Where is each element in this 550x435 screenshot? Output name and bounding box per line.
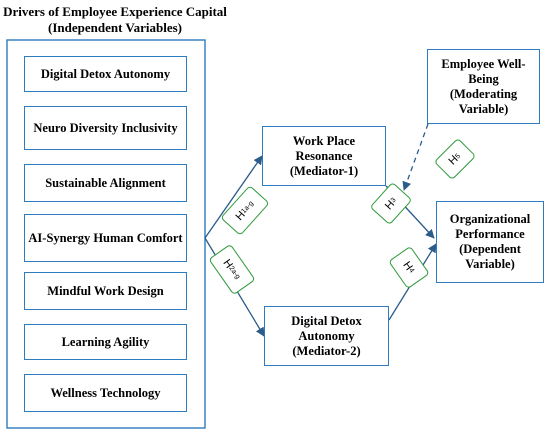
- mediator-2-label: Digital Detox Autonomy (Mediator-2): [291, 313, 362, 358]
- h2-sub: 2a-g: [227, 265, 242, 281]
- moderator-label: Employee Well-Being (Moderating Variable…: [441, 56, 526, 116]
- arrow-moderator-dashed: [402, 123, 429, 191]
- driver-box-mindful-work-design: Mindful Work Design: [24, 272, 187, 310]
- driver-box-wellness-technology: Wellness Technology: [24, 374, 187, 412]
- mediator-1-label: Work Place Resonance (Mediator-1): [289, 133, 359, 178]
- dependent-variable-box: Organizational Performance (Dependent Va…: [436, 201, 544, 283]
- diagram-title: Drivers of Employee Experience Capital (…: [0, 4, 230, 37]
- driver-box-digital-detox-autonomy: Digital Detox Autonomy: [24, 56, 187, 92]
- driver-label: Wellness Technology: [50, 385, 161, 400]
- title-line-2: (Independent Variables): [48, 20, 182, 36]
- driver-box-sustainable-alignment: Sustainable Alignment: [24, 164, 187, 202]
- driver-label: Sustainable Alignment: [45, 175, 166, 190]
- mediator-2-box: Digital Detox Autonomy (Mediator-2): [264, 306, 389, 366]
- drivers-container: [6, 39, 206, 429]
- driver-box-ai-synergy: AI-Synergy Human Comfort: [24, 214, 187, 262]
- driver-label: Learning Agility: [61, 334, 150, 349]
- driver-box-learning-agility: Learning Agility: [24, 324, 187, 360]
- driver-label: AI-Synergy Human Comfort: [28, 230, 183, 245]
- h1-sub: 1a-g: [240, 199, 255, 216]
- arrow-drivers-to-mediator1: [204, 155, 263, 239]
- moderator-box: Employee Well-Being (Moderating Variable…: [427, 49, 540, 124]
- driver-label: Neuro Diversity Inclusivity: [33, 120, 178, 135]
- title-line-1: Drivers of Employee Experience Capital: [3, 4, 227, 19]
- mediator-1-box: Work Place Resonance (Mediator-1): [262, 126, 386, 186]
- driver-label: Mindful Work Design: [47, 283, 164, 298]
- dependent-label: Organizational Performance (Dependent Va…: [449, 212, 531, 271]
- driver-box-neuro-diversity: Neuro Diversity Inclusivity: [24, 106, 187, 150]
- driver-label: Digital Detox Autonomy: [40, 66, 171, 81]
